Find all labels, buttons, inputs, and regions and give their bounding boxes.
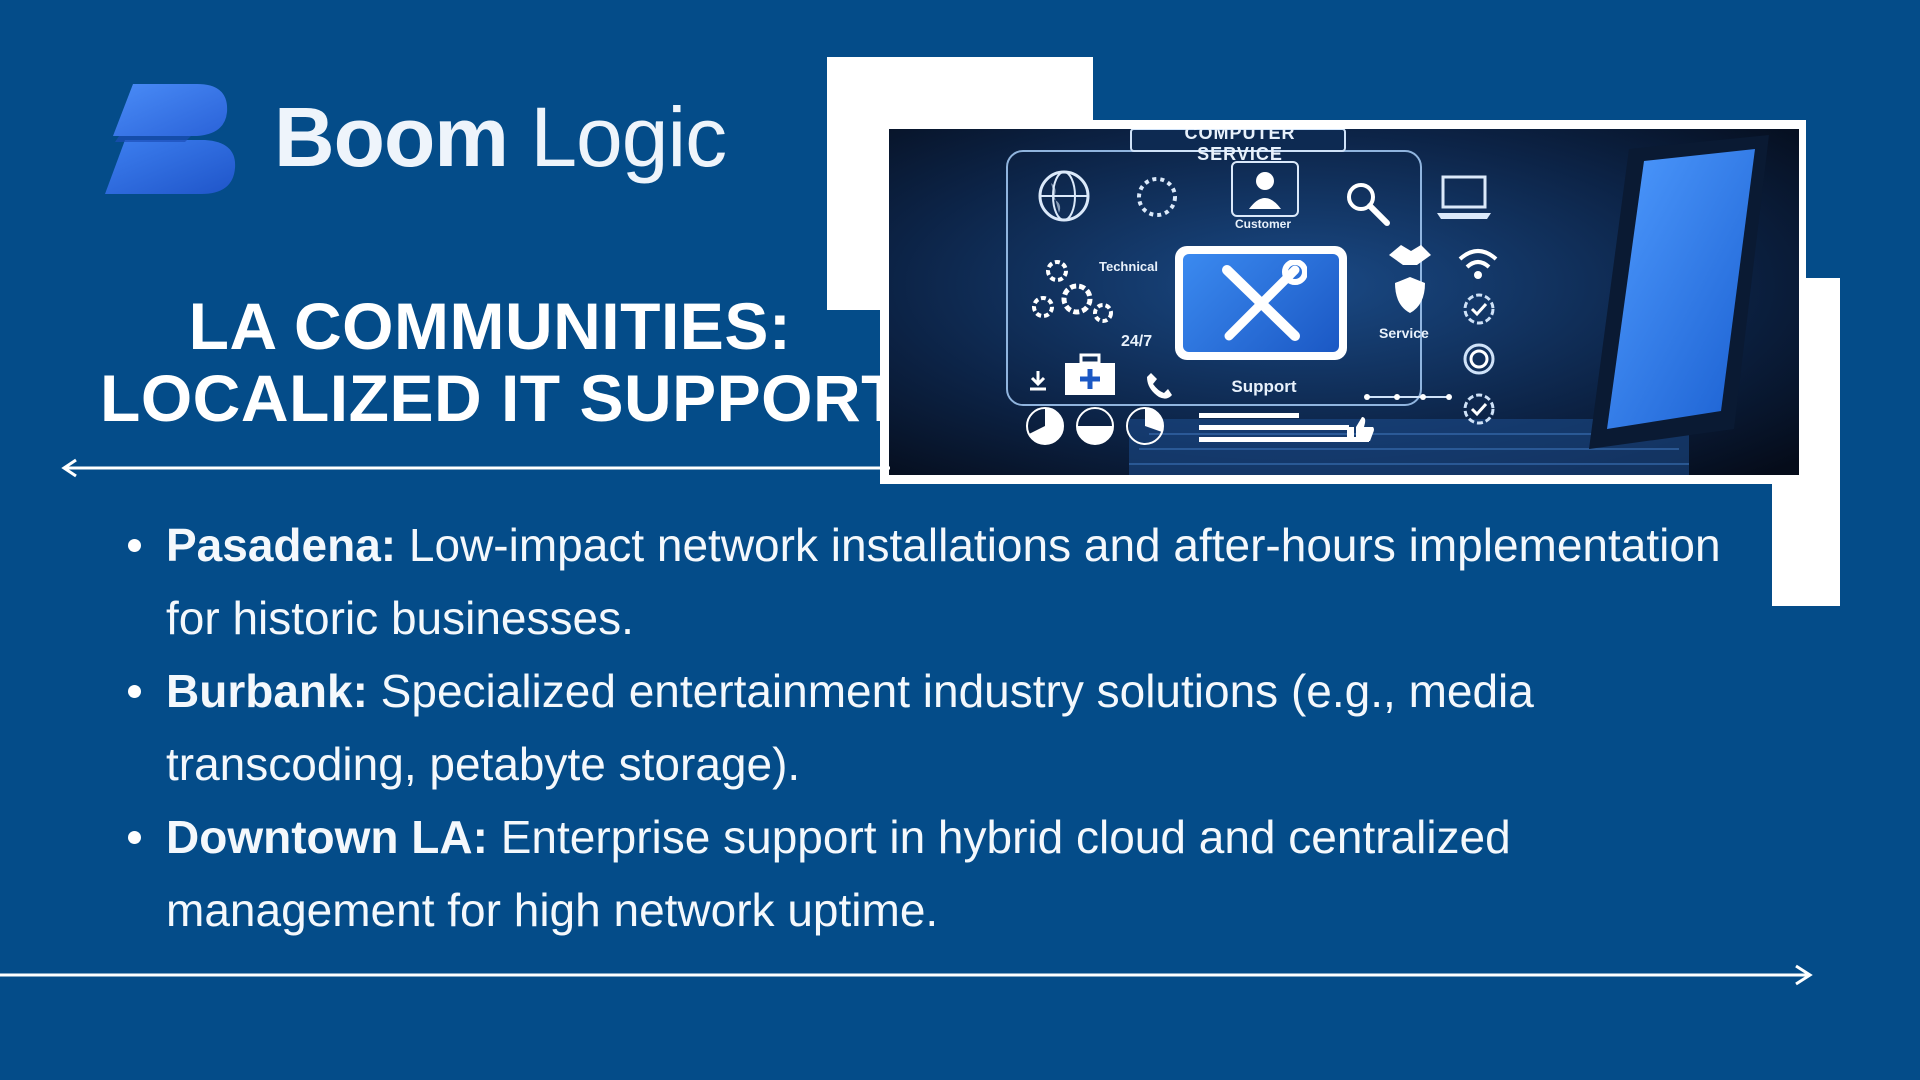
bullet-text: Low-impact network installations and aft…	[166, 519, 1721, 644]
divider-arrow-right	[0, 960, 1815, 990]
page-title: LA COMMUNITIES: LOCALIZED IT SUPPORT	[100, 289, 902, 435]
shield-icon	[1393, 275, 1427, 315]
divider-arrow-left	[60, 456, 890, 480]
brand-name-bold: Boom	[274, 90, 509, 184]
phone-icon	[1145, 371, 1173, 401]
bullet-label: Pasadena:	[166, 519, 397, 571]
download-icon	[1027, 369, 1049, 391]
thumbs-up-icon	[1345, 415, 1375, 443]
support-tile	[1175, 246, 1347, 360]
technical-label: Technical	[1099, 259, 1159, 274]
wifi-icon	[1457, 247, 1499, 281]
wrench-screwdriver-icon	[1222, 260, 1307, 341]
gears-icon	[1029, 257, 1115, 327]
bullet-text: Specialized entertainment industry solut…	[166, 665, 1534, 790]
boom-logic-logo-icon	[105, 82, 237, 196]
page-title-line-1: LA COMMUNITIES:	[188, 289, 792, 363]
bullet-dot	[128, 831, 141, 844]
support-label: Support	[1231, 377, 1297, 396]
timeline-graphic	[1363, 391, 1453, 403]
bullet-label: Burbank:	[166, 665, 368, 717]
bullet-burbank: Burbank: Specialized entertainment indus…	[124, 655, 1774, 801]
brand-name: Boom Logic	[274, 90, 727, 184]
check-circle-icon	[1459, 291, 1499, 441]
service-label: Service	[1379, 325, 1429, 341]
progress-bars-graphic	[1199, 413, 1369, 443]
bullet-pasadena: Pasadena: Low-impact network installatio…	[124, 509, 1774, 655]
laptop-icon	[1435, 175, 1493, 221]
brand-name-light: Logic	[530, 90, 727, 184]
bullet-text: Enterprise support in hybrid cloud and c…	[166, 811, 1511, 936]
first-aid-kit-icon	[1063, 353, 1117, 397]
photo-banner: COMPUTER SERVICE	[1184, 129, 1296, 164]
pie-chart-icon	[1025, 405, 1171, 447]
globe-icon	[1037, 169, 1091, 223]
bullet-dot	[128, 685, 141, 698]
page-title-line-2: LOCALIZED IT SUPPORT	[100, 361, 902, 435]
magnifier-icon	[1343, 179, 1391, 227]
handshake-icon	[1387, 241, 1433, 267]
customer-label: Customer	[1234, 217, 1291, 231]
community-bullet-list: Pasadena: Low-impact network installatio…	[124, 509, 1774, 947]
hours-label: 24/7	[1121, 333, 1153, 350]
loading-ring-icon	[1135, 175, 1179, 219]
bullet-label: Downtown LA:	[166, 811, 488, 863]
bullet-downtown-la: Downtown LA: Enterprise support in hybri…	[124, 801, 1774, 947]
computer-service-photo: COMPUTER SERVICE Customer Technical 24/7…	[889, 129, 1799, 475]
customer-icon	[1231, 161, 1299, 217]
bullet-dot	[128, 539, 141, 552]
